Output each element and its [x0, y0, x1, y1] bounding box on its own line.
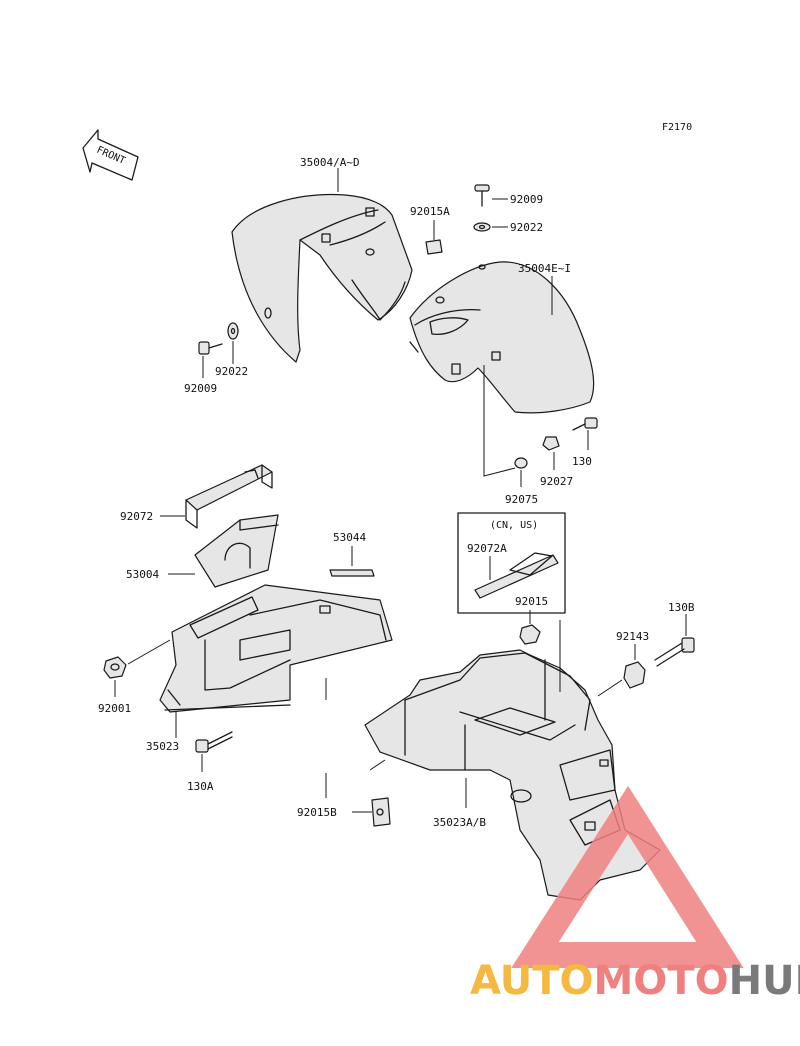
watermark-moto: MOTO: [594, 958, 729, 1004]
collar-92143: [623, 661, 646, 689]
clip-92015a: [425, 239, 443, 255]
cover-53004: [194, 514, 279, 588]
label-53004: 53004: [126, 568, 159, 581]
label-92027: 92027: [540, 475, 573, 488]
label-53044: 53044: [333, 531, 366, 544]
front-fender-left: [231, 193, 413, 363]
bolt-92009-top: [474, 184, 490, 207]
strap-92072: [185, 464, 273, 529]
variant-box: (CN, US): [457, 512, 566, 614]
washer-92022-left: [227, 322, 239, 340]
label-92001: 92001: [98, 702, 131, 715]
figure-code: F2170: [662, 122, 692, 133]
label-92009-left: 92009: [184, 382, 217, 395]
label-92022-top: 92022: [510, 221, 543, 234]
label-130b: 130B: [668, 601, 695, 614]
clip-92015: [519, 624, 541, 645]
label-35023: 35023: [146, 740, 179, 753]
bolt-130b: [654, 637, 695, 667]
pad-53044: [329, 569, 375, 577]
label-92009-top: 92009: [510, 193, 543, 206]
svg-text:AUTOMOTOHUB: AUTOMOTOHUB: [470, 958, 800, 1004]
grommet-92075: [514, 457, 528, 469]
label-92015b: 92015B: [297, 806, 337, 819]
nut-92027: [542, 436, 560, 451]
label-92143: 92143: [616, 630, 649, 643]
label-130a: 130A: [187, 780, 214, 793]
label-130: 130: [572, 455, 592, 468]
watermark-auto: AUTO: [470, 958, 594, 1004]
front-arrow-label: FRONT: [95, 145, 127, 167]
label-92075: 92075: [505, 493, 538, 506]
bolt-92009-left: [198, 341, 223, 355]
nut-92001: [103, 656, 127, 679]
inner-fender-35023: [159, 584, 393, 713]
label-92015: 92015: [515, 595, 548, 608]
clip-92015b: [371, 797, 391, 827]
label-92072: 92072: [120, 510, 153, 523]
bolt-130: [572, 417, 598, 431]
front-arrow-icon: FRONT: [82, 129, 139, 181]
label-92072a: 92072A: [467, 542, 507, 555]
label-35004e-i: 35004E~I: [518, 262, 571, 275]
automotohub-watermark: AUTOMOTOHUB: [470, 785, 800, 1004]
front-fender-right: [409, 261, 595, 414]
label-92015a: 92015A: [410, 205, 450, 218]
label-35023a-b: 35023A/B: [433, 816, 486, 829]
inner-fender-35023ab: [364, 649, 661, 901]
label-35004-a-d: 35004/A~D: [300, 156, 360, 169]
bolt-130a: [195, 731, 233, 753]
variant-note: (CN, US): [490, 520, 538, 531]
watermark-hub: HUB: [729, 958, 800, 1004]
watermark-triangle-icon: [511, 785, 744, 968]
label-92022-left: 92022: [215, 365, 248, 378]
washer-92022-top: [473, 222, 491, 232]
